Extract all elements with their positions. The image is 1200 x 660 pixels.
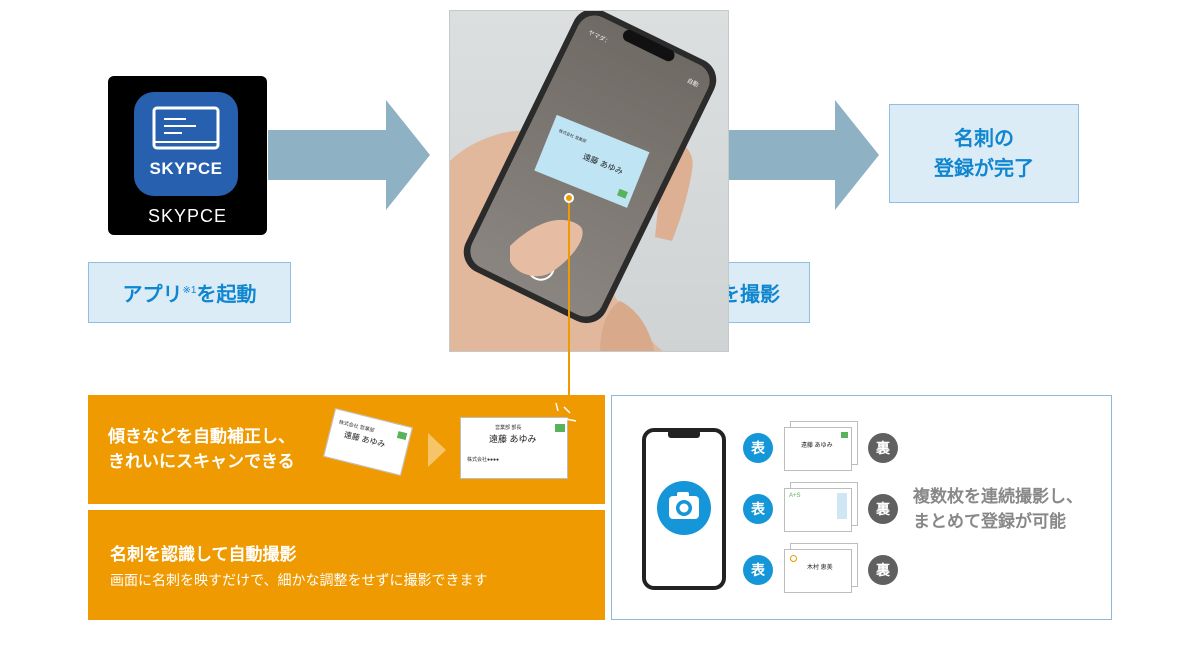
monitor-icon [152, 106, 220, 150]
stacked-card-front: 遠藤 あゆみ [784, 427, 852, 471]
card-accent [837, 493, 847, 519]
step-done-line1: 名刺の [954, 127, 1014, 150]
phone-photo: 遠藤 あゆみ 株式会社 営業部 ヤマダ： 自動 [449, 10, 729, 352]
footnote-mark: ※1 [182, 285, 197, 296]
tilted-card-image: 株式会社 営業部 遠藤 あゆみ [323, 408, 413, 476]
front-badge: 表 [743, 494, 773, 524]
card-logo [396, 431, 408, 441]
back-badge: 裏 [868, 555, 898, 585]
step-launch-suffix: を起動 [196, 284, 257, 306]
corrected-card-image: 営業部 部長 遠藤 あゆみ 株式会社●●●● [460, 417, 568, 479]
corrected-card-title: 営業部 部長 [495, 425, 522, 431]
stacked-card-name: 木村 恵美 [807, 565, 833, 571]
smartphone-icon [642, 428, 726, 590]
feature-auto-shoot: 名刺を認識して自動撮影 画面に名刺を映すだけで、細かな調整をせずに撮影できます [88, 510, 605, 620]
skypce-app-icon: SKYPCE [134, 92, 238, 196]
feature-auto-shoot-desc: 画面に名刺を映すだけで、細かな調整をせずに撮影できます [110, 572, 488, 588]
step-done-line2: 登録が完了 [934, 157, 1034, 180]
sparkle-icon [555, 402, 577, 422]
feature-auto-correct-line1: 傾きなどを自動補正し、 [108, 427, 295, 446]
corrected-card-footer: 株式会社●●●● [467, 457, 500, 463]
multi-capture-panel: 表 遠藤 あゆみ 裏 表 A+S 裏 表 木村 恵美 裏 複数枚を連続撮影し、 … [611, 395, 1112, 620]
feature-auto-correct-text: 傾きなどを自動補正し、 きれいにスキャンできる [108, 424, 295, 474]
connector-line [568, 197, 570, 395]
multi-capture-line1: 複数枚を連続撮影し、 [913, 487, 1083, 506]
connector-dot [564, 193, 574, 203]
corrected-card-name: 遠藤 あゆみ [489, 434, 537, 444]
multi-capture-text: 複数枚を連続撮影し、 まとめて登録が可能 [913, 484, 1083, 534]
stacked-card-name: 遠藤 あゆみ [801, 443, 833, 449]
tilted-card-name: 遠藤 あゆみ [343, 430, 387, 450]
stacked-card-name: A+S [789, 493, 801, 499]
card-logo [790, 555, 797, 562]
back-badge: 裏 [868, 494, 898, 524]
front-badge: 表 [743, 433, 773, 463]
multi-capture-line2: まとめて登録が可能 [913, 512, 1066, 531]
app-name: SKYPCE [147, 206, 228, 226]
chevron-right-icon [428, 433, 446, 467]
card-logo [555, 424, 565, 432]
step-registration-done-label: 名刺の 登録が完了 [889, 104, 1079, 203]
stacked-card-front: 木村 恵美 [784, 549, 852, 593]
front-badge: 表 [743, 555, 773, 585]
app-brand-label: SKYPCE [149, 159, 223, 178]
stacked-card-front: A+S [784, 488, 852, 532]
back-badge: 裏 [868, 433, 898, 463]
step-launch-text: アプリ [122, 284, 183, 306]
flow-arrow-1 [268, 100, 430, 210]
app-icon-tile: SKYPCE SKYPCE [108, 76, 267, 235]
feature-auto-correct-line2: きれいにスキャンできる [108, 452, 295, 471]
card-logo [841, 432, 848, 438]
feature-auto-shoot-title: 名刺を認識して自動撮影 [110, 545, 297, 564]
feature-auto-correct: 傾きなどを自動補正し、 きれいにスキャンできる 株式会社 営業部 遠藤 あゆみ … [88, 395, 605, 504]
flow-arrow-2 [729, 100, 879, 210]
